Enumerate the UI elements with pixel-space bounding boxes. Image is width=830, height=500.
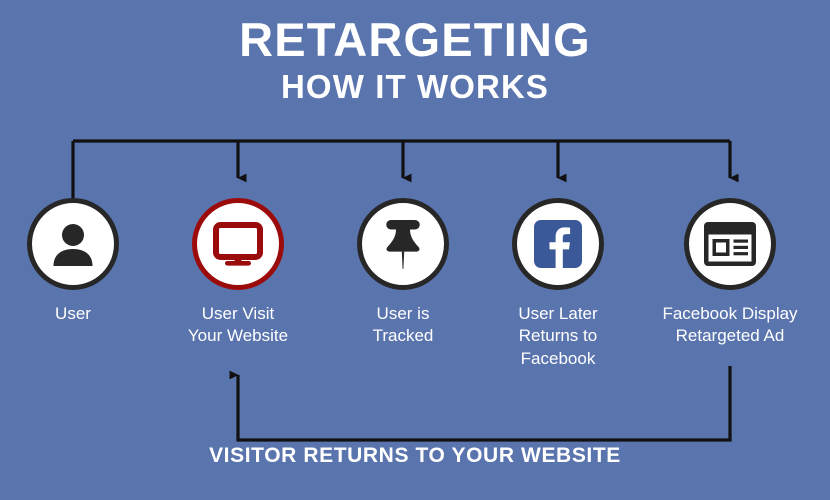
step-user[interactable]: User <box>0 198 153 325</box>
step-user-later-returns-to-facebook-circle[interactable] <box>512 198 604 290</box>
step-user-circle[interactable] <box>27 198 119 290</box>
facebook-icon <box>534 220 582 268</box>
display-ad-icon <box>704 222 756 266</box>
step-user-is-tracked[interactable]: User is Tracked <box>323 198 483 348</box>
connector-return-loop <box>229 366 732 442</box>
title-block: RETARGETING HOW IT WORKS <box>0 16 830 105</box>
step-facebook-display-retargeted-ad-label: Facebook Display Retargeted Ad <box>662 304 798 346</box>
step-user-visit-your-website-label: User Visit Your Website <box>187 304 289 346</box>
page-subtitle: HOW IT WORKS <box>281 67 549 105</box>
step-user-is-tracked-circle[interactable] <box>357 198 449 290</box>
pushpin-icon <box>386 220 420 269</box>
step-user-is-tracked-label: User is Tracked <box>372 304 434 346</box>
step-user-later-returns-to-facebook-label: User Later Returns to Facebook <box>518 304 598 368</box>
step-user-later-returns-to-facebook[interactable]: User Later Returns to Facebook <box>478 198 638 370</box>
footer-caption: VISITOR RETURNS TO YOUR WEBSITE <box>209 444 621 467</box>
monitor-icon <box>213 222 263 266</box>
step-user-visit-your-website[interactable]: User Visit Your Website <box>158 198 318 348</box>
step-facebook-display-retargeted-ad[interactable]: Facebook Display Retargeted Ad <box>650 198 810 348</box>
step-facebook-display-retargeted-ad-circle[interactable] <box>684 198 776 290</box>
step-user-label: User <box>55 304 91 323</box>
step-user-visit-your-website-circle[interactable] <box>192 198 284 290</box>
person-icon <box>53 224 93 266</box>
page-title: RETARGETING <box>239 13 591 66</box>
